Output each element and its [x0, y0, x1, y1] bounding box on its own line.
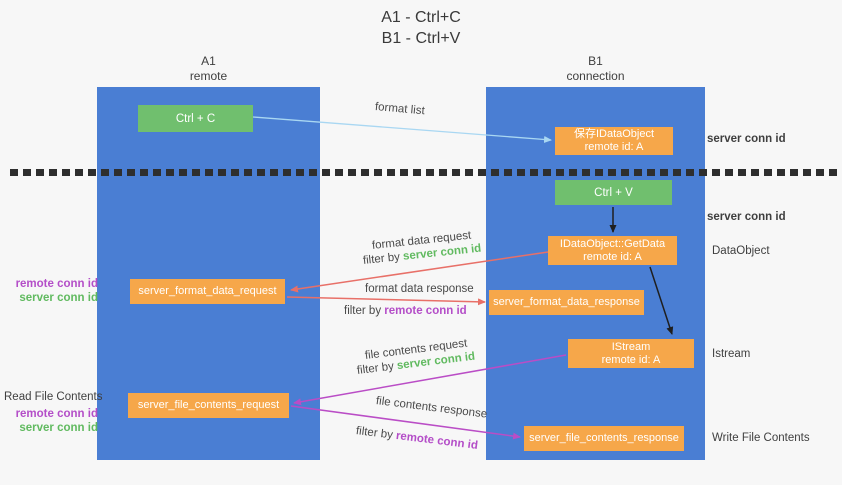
node-server-format-data-request: server_format_data_request [130, 279, 285, 304]
node-istream-line1: IStream [611, 340, 651, 353]
server-conn-id-label: server conn id [19, 422, 98, 434]
left-conn-id-stack-top: remote conn id server conn id [0, 277, 98, 305]
node-idataobject-getdata: IDataObject::GetData remote id: A [548, 236, 677, 265]
edge-label-format-data-response: format data response [365, 283, 474, 295]
lane-header-b1: B1 connection [486, 54, 705, 84]
arrow-format-data-request [290, 251, 549, 293]
node-file-response-label: server_file_contents_response [529, 432, 679, 444]
node-ctrl-v: Ctrl + V [555, 180, 672, 205]
node-server-file-contents-response: server_file_contents_response [524, 426, 684, 451]
side-label-dataobject: DataObject [712, 245, 770, 257]
diagram-title: A1 - Ctrl+C B1 - Ctrl+V [0, 7, 842, 49]
node-server-format-data-response: server_format_data_response [489, 290, 644, 315]
side-label-read-file-contents: Read File Contents [4, 391, 103, 403]
arrow-file-contents-response [290, 405, 521, 440]
title-line-1: A1 - Ctrl+C [381, 9, 461, 26]
title-line-2: B1 - Ctrl+V [381, 30, 461, 47]
node-save-idataobject-line1: 保存IDataObject [573, 128, 655, 140]
side-label-istream: Istream [712, 348, 751, 360]
node-server-file-contents-request: server_file_contents_request [128, 393, 289, 418]
node-ctrl-c: Ctrl + C [138, 105, 253, 132]
node-istream: IStream remote id: A [568, 339, 694, 368]
side-label-server-conn-id-mid: server conn id [707, 211, 786, 223]
arrow-format-list [252, 116, 552, 143]
node-format-response-label: server_format_data_response [493, 296, 640, 308]
node-getdata-line2: remote id: A [583, 250, 642, 263]
node-ctrl-c-label: Ctrl + C [175, 112, 216, 125]
lane-a1-name: A1 [201, 54, 216, 68]
remote-conn-id-label: remote conn id [15, 408, 98, 420]
lane-a1-subtitle: remote [189, 69, 228, 83]
lane-b1-name: B1 [588, 54, 603, 68]
session-divider-dotted-line [10, 169, 842, 176]
node-istream-line2: remote id: A [601, 353, 661, 366]
node-getdata-line1: IDataObject::GetData [559, 237, 666, 250]
node-save-idataobject: 保存IDataObject remote id: A [555, 127, 673, 155]
lane-header-a1: A1 remote [97, 54, 320, 84]
remote-conn-id-label: remote conn id [15, 278, 98, 290]
lane-b1-subtitle: connection [566, 69, 625, 83]
side-label-write-file-contents: Write File Contents [712, 432, 810, 444]
edge-label-filter-by-remote-conn-id-1: filter by remote conn id [344, 305, 467, 317]
arrow-file-contents-request [293, 354, 567, 406]
filter-by-text: filter by [344, 305, 385, 317]
node-file-request-label: server_file_contents_request [137, 399, 280, 411]
side-label-server-conn-id-top: server conn id [707, 133, 786, 145]
node-save-idataobject-line2: remote id: A [584, 141, 644, 153]
left-conn-id-stack-bottom: remote conn id server conn id [0, 407, 98, 435]
node-format-request-label: server_format_data_request [138, 285, 277, 297]
remote-conn-id-text: remote conn id [384, 305, 467, 317]
node-ctrl-v-label: Ctrl + V [594, 186, 633, 199]
server-conn-id-label: server conn id [19, 292, 98, 304]
arrow-getdata-to-istream [649, 266, 674, 335]
arrow-format-data-response [286, 296, 486, 306]
